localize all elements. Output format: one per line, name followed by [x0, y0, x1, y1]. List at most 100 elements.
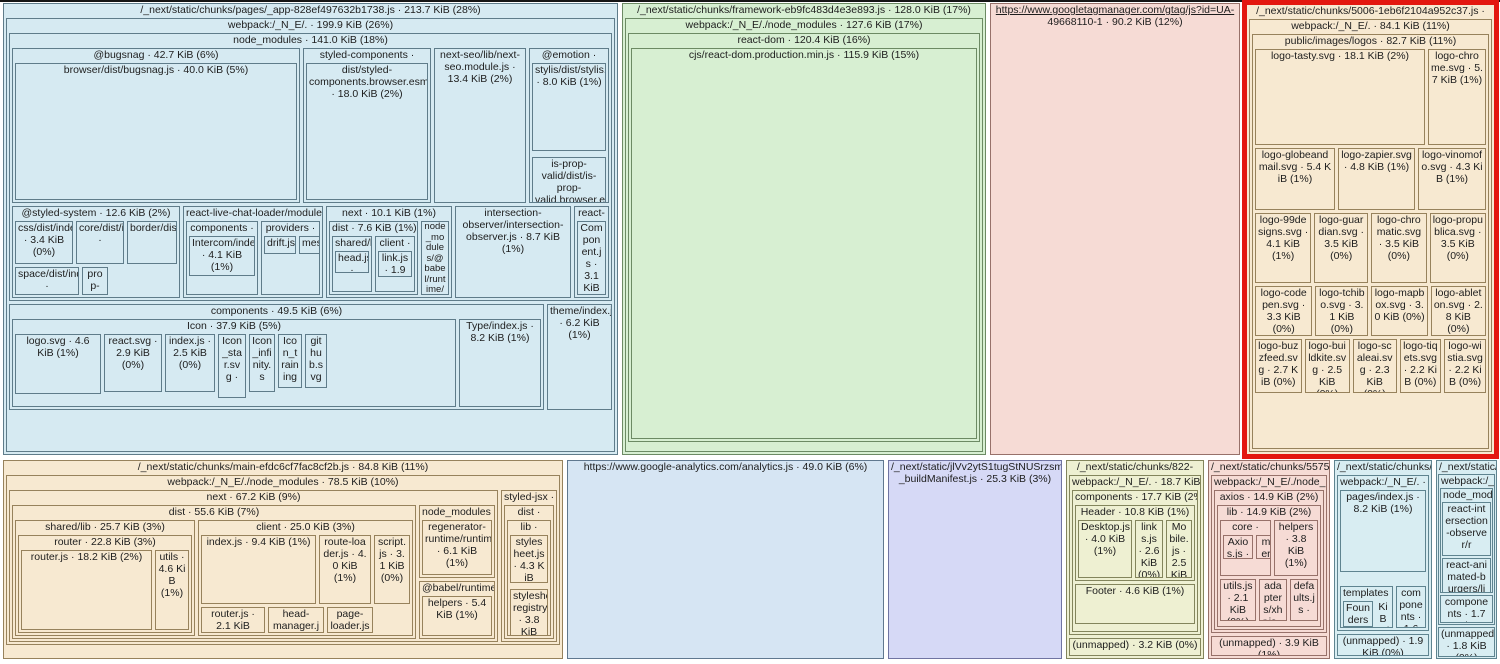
node-lc-providers[interactable]: providers · drift.js mes — [261, 221, 320, 295]
node-822-chunk[interactable]: /_next/static/chunks/822- webpack:/_N_E/… — [1066, 460, 1204, 659]
node-822-webpack[interactable]: webpack:/_N_E/. · 18.7 KiB components · … — [1069, 475, 1201, 635]
node-logo-99designs[interactable]: logo-99designs.svg · 4.1 KiB (1%) — [1255, 213, 1312, 283]
node-axios-helpers[interactable]: helpers · 3.8 KiB (1%) — [1274, 520, 1318, 576]
node-axios-core[interactable]: core · Axios.js · merge — [1220, 520, 1271, 576]
node-drift[interactable]: drift.js — [264, 236, 296, 254]
node-react-dom-cjs[interactable]: cjs/react-dom.production.min.js · 115.9 … — [631, 48, 977, 439]
node-logo-codepen[interactable]: logo-codepen.svg · 3.3 KiB (0%) — [1255, 286, 1313, 336]
node-react-svg[interactable]: react.svg · 2.9 KiB (0%) — [104, 334, 162, 392]
node-framework-chunk[interactable]: /_next/static/chunks/framework-eb9fc483d… — [622, 3, 986, 455]
node-logo-guardian[interactable]: logo-guardian.svg · 3.5 KiB (0%) — [1314, 213, 1369, 283]
node-logo-tchibo[interactable]: logo-tchibo.svg · 3.1 KiB (0%) — [1315, 286, 1369, 336]
node-icon-training-svg[interactable]: Icon_training — [278, 334, 302, 388]
node-stylesheet-registry-js[interactable]: stylesheet-registry.js · 3.8 KiB (1%) — [510, 589, 548, 635]
node-app-components[interactable]: components · 49.5 KiB (6%) Icon · 37.9 K… — [9, 304, 544, 410]
node-intersection-observer[interactable]: intersection-observer/intersection-obser… — [455, 206, 571, 298]
node-logo-mapbox[interactable]: logo-mapbox.svg · 3.0 KiB (0%) — [1371, 286, 1428, 336]
node-axios-lib[interactable]: lib · 14.9 KiB (2%) core · Axios.js · me… — [1217, 505, 1321, 627]
node-icon-group[interactable]: Icon · 37.9 KiB (5%) logo.svg · 4.6 KiB … — [12, 319, 456, 407]
node-axios-utils[interactable]: utils.js · 2.1 KiB (0%) — [1220, 579, 1256, 621]
node-lc-components[interactable]: components · Intercom/index.js · 4.1 KiB… — [186, 221, 258, 295]
node-babel-helpers[interactable]: helpers · 5.4 KiB (1%) — [422, 596, 492, 636]
node-pages-components[interactable]: components · 1.6 Ki — [1396, 586, 1426, 628]
node-pages-index-js[interactable]: pages/index.js · 8.2 KiB (1%) — [1340, 490, 1426, 572]
node-script-js[interactable]: script.js · 3.1 KiB (0%) — [374, 535, 410, 604]
node-main-node-modules[interactable]: node_modules · regenerator-runtime/runti… — [419, 505, 495, 578]
node-client-router-js[interactable]: router.js · 2.1 KiB (0%) — [201, 607, 265, 633]
node-styled-components[interactable]: styled-components · dist/styled-componen… — [303, 48, 431, 203]
node-page-loader-js[interactable]: page-loader.js — [327, 607, 373, 633]
node-logo-scaleai[interactable]: logo-scaleai.svg · 2.3 KiB (0%) — [1352, 339, 1397, 393]
node-logo-tasty[interactable]: logo-tasty.svg · 18.1 KiB (2%) — [1255, 49, 1425, 145]
node-icon-star-svg[interactable]: Icon_star.svg · — [218, 334, 246, 398]
node-styled-components-js[interactable]: dist/styled-components.browser.esm.js · … — [306, 63, 428, 200]
node-styled-jsx[interactable]: styled-jsx · dist · lib · stylesheet.js … — [501, 490, 557, 642]
node-theme-index-js[interactable]: theme/index.js · 6.2 KiB (1%) — [547, 304, 612, 410]
node-client-index-js[interactable]: index.js · 9.4 KiB (1%) — [201, 535, 316, 604]
node-is-prop-valid[interactable]: is-prop-valid/dist/is-prop-valid.browser… — [532, 157, 606, 202]
node-logo-globeandmail[interactable]: logo-globeandmail.svg · 5.4 KiB (1%) — [1255, 148, 1335, 210]
node-intercom[interactable]: Intercom/index.js · 4.1 KiB (1%) — [189, 236, 255, 276]
node-stylesheet-js[interactable]: stylesheet.js · 4.3 KiB (1%) — [510, 535, 548, 583]
node-logo-chromatic[interactable]: logo-chromatic.svg · 3.5 KiB (0%) — [1371, 213, 1427, 283]
node-sj-dist[interactable]: dist · lib · stylesheet.js · 4.3 KiB (1%… — [504, 505, 554, 639]
node-axios-js[interactable]: Axios.js · — [1223, 535, 1253, 559]
node-next-babel-runtime[interactable]: node_modules/@babel/runtime/ — [421, 221, 449, 295]
node-founders-note[interactable]: FoundersNote/ — [1343, 601, 1373, 627]
node-logo-buildkite[interactable]: logo-buildkite.svg · 2.5 KiB (0%) — [1304, 339, 1350, 393]
node-ss-border[interactable]: border/dist/index.esm.j — [127, 221, 177, 264]
node-build-manifest[interactable]: /_next/static/jlVv2ytS1tugStNUSrzsm/ _bu… — [888, 460, 1062, 659]
node-styled-system[interactable]: @styled-system · 12.6 KiB (2%) css/dist/… — [12, 206, 180, 298]
node-observer-webpack[interactable]: webpack:/_N node_modul react-intersectio… — [1438, 474, 1495, 625]
node-logo-chrome[interactable]: logo-chrome.svg · 5.7 KiB (1%) — [1428, 49, 1486, 145]
node-5006-webpack[interactable]: webpack:/_N_E/. · 84.1 KiB (11%) public/… — [1249, 19, 1492, 452]
node-main-shared-lib[interactable]: shared/lib · 25.7 KiB (3%) router · 22.8… — [15, 520, 195, 636]
node-react-animated-burgers[interactable]: react-animated-burgers/lib/compone — [1442, 558, 1491, 592]
node-sj-lib[interactable]: lib · stylesheet.js · 4.3 KiB (1%) style… — [507, 520, 551, 636]
node-app-chunk[interactable]: /_next/static/chunks/pages/_app-828ef497… — [3, 3, 618, 455]
node-type-index-js[interactable]: Type/index.js · 8.2 KiB (1%) — [459, 319, 541, 407]
node-gtag-script[interactable]: https://www.googletagmanager.com/gtag/js… — [990, 3, 1240, 455]
node-header-mobile[interactable]: Mobile.js · 2.5 KiB — [1166, 520, 1192, 578]
node-5575-chunk[interactable]: /_next/static/chunks/5575- webpack:/_N_E… — [1208, 460, 1330, 659]
node-5575-unmapped[interactable]: (unmapped) · 3.9 KiB (1%) — [1211, 636, 1327, 656]
node-header-links[interactable]: links.js · 2.6 KiB (0%) — [1135, 520, 1163, 578]
node-main-client[interactable]: client · 25.0 KiB (3%) index.js · 9.4 Ki… — [198, 520, 413, 636]
node-google-analytics[interactable]: https://www.google-analytics.com/analyti… — [567, 460, 884, 659]
node-logo-ableton[interactable]: logo-ableton.svg · 2.8 KiB (0%) — [1430, 286, 1486, 336]
node-react-component-js[interactable]: Component.js · 3.1 KiB (0%) — [577, 221, 606, 295]
node-react-intersection-observer[interactable]: react-intersection-observer/r — [1442, 502, 1491, 556]
node-app-webpack[interactable]: webpack:/_N_E/. · 199.9 KiB (26%) node_m… — [6, 18, 615, 452]
node-react-partial[interactable]: react- Component.js · 3.1 KiB (0%) — [574, 206, 609, 298]
node-bugsnag-js[interactable]: browser/dist/bugsnag.js · 40.0 KiB (5%) — [15, 63, 297, 200]
node-stylis[interactable]: stylis/dist/stylis.browser.esm.js · 8.0 … — [532, 63, 606, 151]
node-head-js[interactable]: head.js · — [335, 251, 369, 273]
node-ss-css[interactable]: css/dist/index.esm.js · 3.4 KiB (0%) — [15, 221, 73, 264]
node-5006-chunk[interactable]: /_next/static/chunks/5006-1eb6f2104a952c… — [1247, 5, 1494, 454]
node-react-dom[interactable]: react-dom · 120.4 KiB (16%) cjs/react-do… — [628, 33, 980, 442]
node-shared-lib[interactable]: shared/lib head.js · — [332, 236, 372, 292]
node-ss-space[interactable]: space/dist/index.esm.js · — [15, 267, 79, 295]
node-next-seo[interactable]: next-seo/lib/next-seo.module.js · 13.4 K… — [434, 48, 526, 203]
node-emotion[interactable]: @emotion · stylis/dist/stylis.browser.es… — [529, 48, 609, 203]
node-observer-unmapped[interactable]: (unmapped) · 1.8 KiB (0%) — [1438, 627, 1495, 657]
node-messenger[interactable]: mes — [299, 236, 319, 254]
node-logo-wistia[interactable]: logo-wistia.svg · 2.2 KiB (0%) — [1444, 339, 1486, 393]
node-main-next[interactable]: next · 67.2 KiB (9%) dist · 55.6 KiB (7%… — [9, 490, 498, 642]
node-next-pkg[interactable]: next · 10.1 KiB (1%) dist · 7.6 KiB (1%)… — [326, 206, 452, 298]
node-icon-infinity-svg[interactable]: Icon_infinity.s — [249, 334, 275, 392]
node-main-dist[interactable]: dist · 55.6 KiB (7%) shared/lib · 25.7 K… — [12, 505, 416, 639]
node-logo-zapier[interactable]: logo-zapier.svg · 4.8 KiB (1%) — [1338, 148, 1415, 210]
node-next-dist[interactable]: dist · 7.6 KiB (1%) shared/lib head.js · — [329, 221, 418, 295]
node-822-header[interactable]: Header · 10.8 KiB (1%) Desktop.js · 4.0 … — [1075, 505, 1195, 581]
node-regenerator-runtime[interactable]: regenerator-runtime/runtime.js · 6.1 KiB… — [422, 520, 492, 575]
node-framework-webpack[interactable]: webpack:/_N_E/./node_modules · 127.6 KiB… — [625, 18, 983, 452]
node-route-loader-js[interactable]: route-loader.js · 4.0 KiB (1%) — [319, 535, 371, 604]
node-logo-tiqets[interactable]: logo-tiqets.svg · 2.2 KiB (0%) — [1399, 339, 1442, 393]
node-822-footer[interactable]: Footer · 4.6 KiB (1%) — [1075, 584, 1195, 624]
node-main-chunk[interactable]: /_next/static/chunks/main-efdc6cf7fac8cf… — [3, 460, 563, 659]
node-github-svg[interactable]: github.svg — [305, 334, 327, 388]
node-main-webpack[interactable]: webpack:/_N_E/./node_modules · 78.5 KiB … — [6, 475, 560, 645]
node-header-desktop[interactable]: Desktop.js · 4.0 KiB (1%) — [1078, 520, 1132, 578]
node-logo-propublica[interactable]: logo-propublica.svg · 3.5 KiB (0%) — [1429, 213, 1486, 283]
